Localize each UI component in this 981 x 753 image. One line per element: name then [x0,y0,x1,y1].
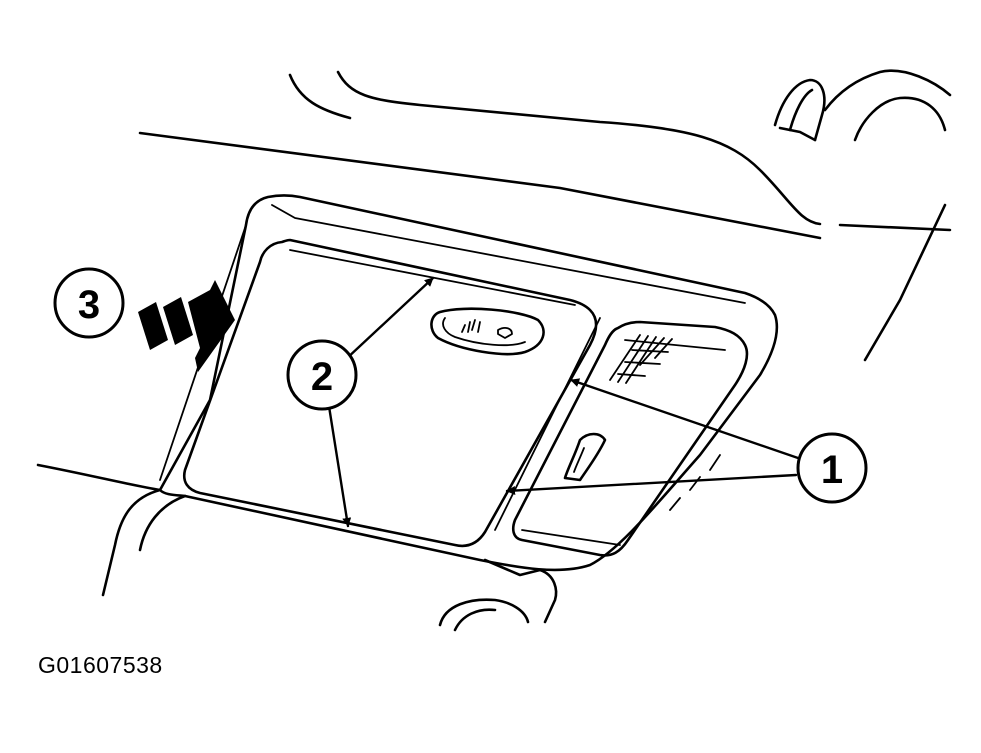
figure-id-label: G01607538 [38,652,163,678]
storage-lid [182,238,601,548]
callout-2-leader-upper [343,276,435,362]
console-lower-edge [101,488,558,632]
direction-arrow [138,280,235,372]
callout-1-number: 1 [821,448,843,492]
leader-lines [326,276,800,528]
callout-2-leader-lower [326,398,352,528]
callout-1-leader-upper [569,378,800,460]
headliner-outline [36,70,952,492]
right-compartment [511,320,749,557]
callout-3-number: 3 [78,283,100,327]
callout-3: 3 [53,267,125,339]
callout-1: 1 [796,432,868,504]
visor-clip [773,69,952,142]
lamp-switch [430,307,545,356]
callout-1-leader-lower [505,473,798,496]
callout-2-number: 2 [311,355,333,399]
console-bezel [158,194,779,572]
callout-2: 2 [286,339,358,411]
